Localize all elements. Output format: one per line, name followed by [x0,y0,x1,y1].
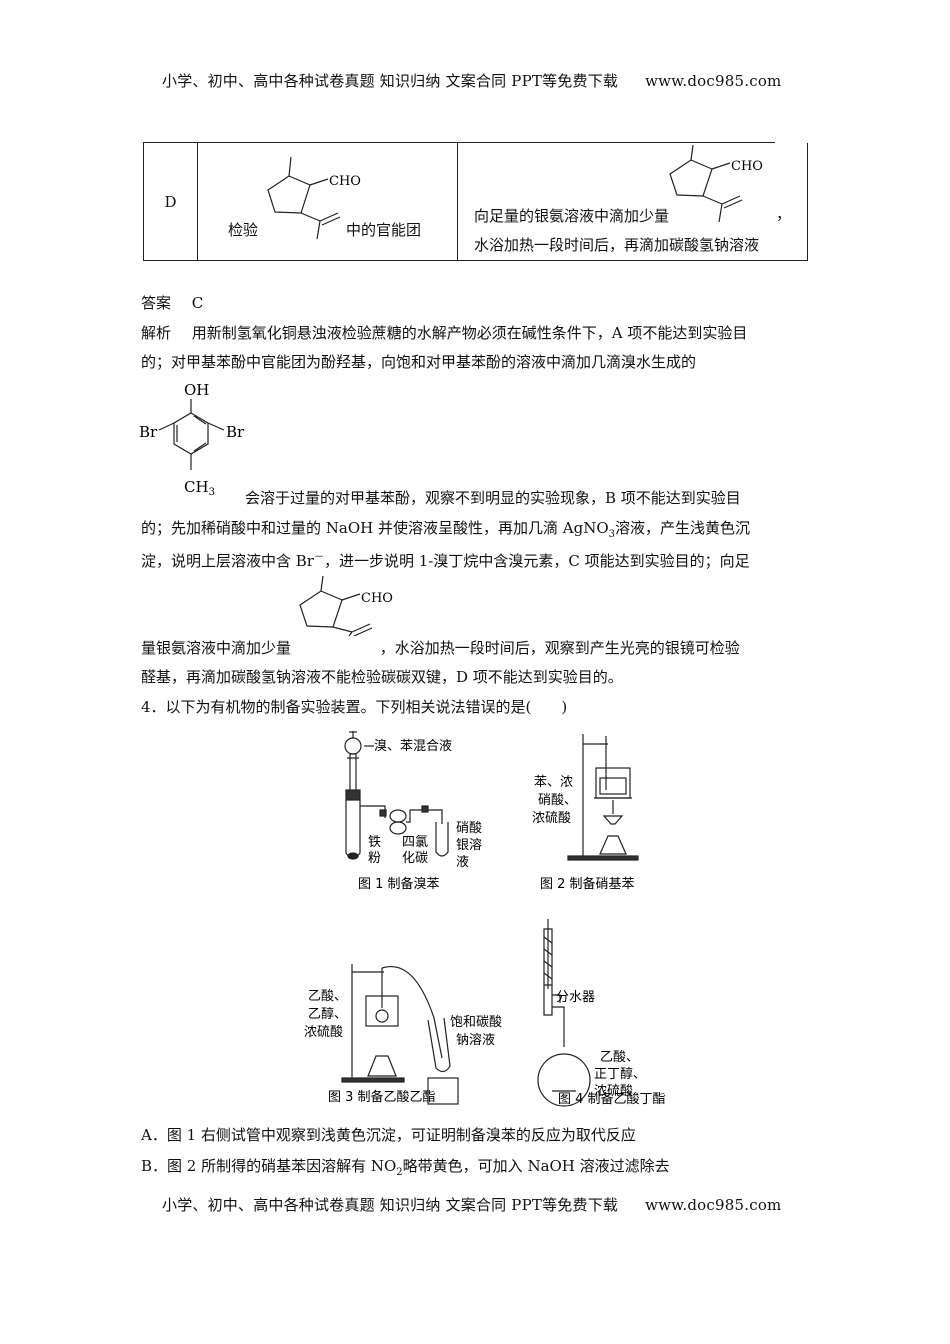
svg-text:四氯: 四氯 [402,835,428,850]
svg-text:液: 液 [456,855,469,870]
svg-text:浓硫酸: 浓硫酸 [532,811,571,826]
svg-text:OH: OH [184,381,209,399]
page-footer: 小学、初中、高中各种试卷真题 知识归纳 文案合同 PPT等免费下载 www.do… [162,1196,782,1214]
svg-text:Br: Br [139,423,158,441]
purpose-cell: CHO 检验 中的官能团 [197,142,458,261]
svg-text:CHO: CHO [731,159,763,174]
figure-2-nitrobenzene-apparatus: 苯、浓 硝酸、 浓硫酸 图 2 制备硝基苯 [532,734,639,892]
figure-4-butyl-acetate-apparatus: 分水器 乙酸、 正丁醇、 浓硫酸 图 4 制备乙酸丁酯 [537,919,666,1107]
page-header: 小学、初中、高中各种试卷真题 知识归纳 文案合同 PPT等免费下载 www.do… [162,72,782,90]
method-cell: CHO 向足量的银氨溶液中滴加少量 ， 水浴加热一段时间后，再滴加碳酸氢钠溶液 [457,141,808,261]
figure-3-ethyl-acetate-apparatus: 乙酸、 乙醇、 浓硫酸 饱和碳酸 钠溶液 图 3 制备乙酸乙酯 [304,964,502,1105]
svg-text:苯、浓: 苯、浓 [534,775,573,790]
table-row: D CHO 检验 中的官能团 [143,141,808,261]
svg-text:乙醇、: 乙醇、 [308,1006,347,1022]
answer: 答案 C [141,294,204,312]
option-a: A．图 1 右侧试管中观察到浅黄色沉淀，可证明制备溴苯的反应为取代反应 [141,1126,636,1144]
option-table: D CHO 检验 中的官能团 [143,141,808,261]
svg-text:化碳: 化碳 [402,851,428,866]
svg-text:硝酸: 硝酸 [456,821,482,836]
header-site: www.doc985.com [645,72,782,90]
svg-text:乙酸、: 乙酸、 [600,1050,639,1065]
svg-text:浓硫酸: 浓硫酸 [594,1084,633,1099]
analysis-line-2: 的；对甲基苯酚中官能团为酚羟基，向饱和对甲基苯酚的溶液中滴加几滴溴水生成的 [141,353,697,371]
option-cell: D [143,142,198,261]
footer-site: www.doc985.com [645,1196,782,1214]
analysis-line-5: 淀，说明上层溶液中含 Br－，进一步说明 1-溴丁烷中含溴元素，C 项能达到实验… [141,552,750,570]
analysis-line-3: 会溶于过量的对甲基苯酚，观察不到明显的实验现象，B 项不能达到实验目 [245,489,741,507]
svg-text:钠溶液: 钠溶液 [456,1033,495,1048]
svg-text:正丁醇、: 正丁醇、 [594,1066,646,1082]
svg-text:CHO: CHO [361,591,393,606]
analysis-line-4: 的；先加稀硝酸中和过量的 NaOH 并使溶液呈酸性，再加几滴 AgNO3溶液，产… [141,519,751,540]
svg-text:CHO: CHO [329,174,361,189]
svg-text:图 1 制备溴苯: 图 1 制备溴苯 [358,876,440,892]
svg-text:硝酸、: 硝酸、 [538,793,577,808]
cyclopentane-aldehyde-structure: CHO [267,156,361,240]
svg-text:银溶: 银溶 [456,838,482,853]
analysis-line-7: 醛基，再滴加碳酸氢钠溶液不能检验碳碳双键，D 项不能达到实验目的。 [141,668,623,686]
analysis-line-6: 量银氨溶液中滴加少量 ，水浴加热一段时间后，观察到产生光亮的银镜可检验 [141,639,740,657]
figure-1-bromobenzene-apparatus: 溴、苯混合液 铁 粉 四氯 化碳 硝酸 银溶 液 图 1 制备溴苯 [344,731,482,892]
svg-text:图 4 制备乙酸丁酯: 图 4 制备乙酸丁酯 [558,1091,666,1107]
cyclopentane-aldehyde-structure: CHO [299,575,393,636]
svg-text:粉: 粉 [368,851,381,866]
cyclopentane-aldehyde-structure: CHO [669,144,763,222]
svg-text:浓硫酸: 浓硫酸 [304,1025,343,1040]
svg-text:图 2 制备硝基苯: 图 2 制备硝基苯 [540,876,635,892]
svg-text:CH3: CH3 [184,478,215,498]
dibromo-methylphenol-structure: OH Br Br CH3 [139,381,245,498]
svg-text:饱和碳酸: 饱和碳酸 [450,1015,502,1030]
svg-text:Br: Br [226,423,245,441]
svg-text:乙酸、: 乙酸、 [308,989,347,1004]
svg-text:铁: 铁 [368,835,381,850]
option-b: B．图 2 所制得的硝基苯因溶解有 NO2略带黄色，可加入 NaOH 溶液过滤除… [141,1157,670,1178]
svg-text:溴、苯混合液: 溴、苯混合液 [374,739,452,754]
svg-text:分水器: 分水器 [556,990,595,1005]
svg-text:图 3 制备乙酸乙酯: 图 3 制备乙酸乙酯 [328,1089,436,1105]
question-stem: 4．以下为有机物的制备实验装置。下列相关说法错误的是( ) [141,698,568,716]
analysis-line-1: 解析 用新制氢氧化铜悬浊液检验蔗糖的水解产物必须在碱性条件下，A 项不能达到实验… [141,324,748,342]
